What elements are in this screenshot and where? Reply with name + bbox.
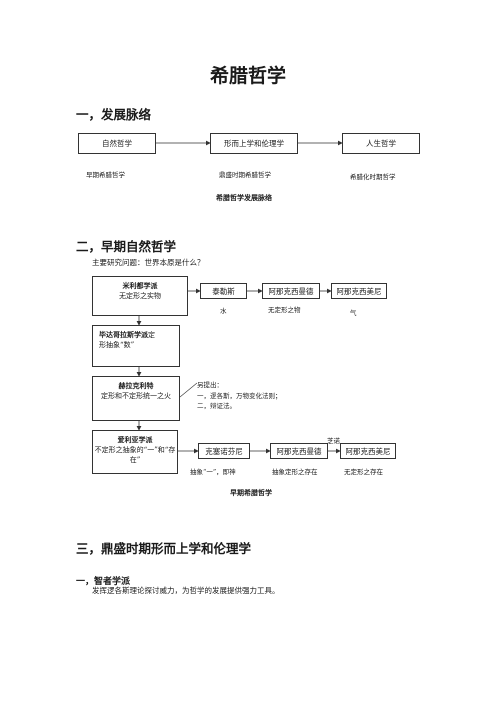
box-xenophanes: 克塞诺芬尼 xyxy=(198,443,250,459)
school-pythagorean-name: 毕达哥拉斯学派 xyxy=(99,330,148,339)
school-milesian: 米利都学派 无定形之实物 xyxy=(92,276,188,316)
school-pythagorean-desc-b: 形抽象“数” xyxy=(99,341,135,349)
caption-early: 早期希腊哲学 xyxy=(86,171,125,179)
caption-abstract-being: 抽象定形之存在 xyxy=(272,468,318,476)
section-heading-3: 三，鼎盛时期形而上学和伦理学 xyxy=(76,541,252,556)
section2-intro: 主要研究问题：世界本原是什么？ xyxy=(92,258,205,267)
section-heading-1: 一，发展脉络 xyxy=(76,107,152,122)
school-eleatic-desc: 不定形之抽象的“一”和“存在” xyxy=(94,446,176,464)
note-line-3: 二，辩证法。 xyxy=(197,402,236,410)
box-natural-philosophy: 自然哲学 xyxy=(78,133,156,154)
school-eleatic: 爱利亚学派 不定形之抽象的“一”和“存在” xyxy=(92,430,178,474)
subsection-sophists: 一，智者学派 xyxy=(76,577,131,587)
school-milesian-name: 米利都学派 xyxy=(122,281,158,290)
school-milesian-desc: 无定形之实物 xyxy=(119,292,161,300)
box-life-philosophy: 人生哲学 xyxy=(342,133,420,154)
caption-peak: 鼎盛时期希腊哲学 xyxy=(219,171,271,179)
school-eleatic-name: 爱利亚学派 xyxy=(117,435,153,444)
diagram2-title: 早期希腊哲学 xyxy=(230,488,272,497)
box-metaphysics-ethics: 形而上学和伦理学 xyxy=(210,133,298,154)
sophists-text: 发挥逻各斯理论探讨威力，为哲学的发展提供强力工具。 xyxy=(92,586,280,595)
school-pythagorean: 毕达哥拉斯学派定 形抽象“数” xyxy=(92,325,180,367)
page-title: 希腊哲学 xyxy=(209,65,286,87)
school-heraclitus-desc: 定形和不定形统一之火 xyxy=(101,392,171,400)
label-zeno: 芝诺 xyxy=(327,437,340,445)
caption-air: 气 xyxy=(350,309,357,317)
box-anaximenes-2: 阿那克西美尼 xyxy=(340,443,396,459)
caption-indefinite-being: 无定形之存在 xyxy=(344,468,383,476)
section-heading-2: 二，早期自然哲学 xyxy=(76,239,177,254)
caption-hellenistic: 希腊化时期哲学 xyxy=(350,173,396,181)
caption-abstract-one: 抽象“一”，即神 xyxy=(190,468,236,476)
school-heraclitus-name: 赫拉克利特 xyxy=(118,381,154,390)
school-pythagorean-desc-a: 定 xyxy=(148,331,155,339)
box-anaximenes-1: 阿那克西美尼 xyxy=(331,283,387,299)
box-anaximander-1: 阿那克西曼德 xyxy=(262,283,320,299)
school-heraclitus: 赫拉克利特 定形和不定形统一之火 xyxy=(92,376,180,421)
caption-water: 水 xyxy=(220,307,227,315)
caption-indefinite-thing: 无定形之物 xyxy=(268,306,301,314)
box-thales: 泰勒斯 xyxy=(200,283,247,299)
note-line-1: 另提出： xyxy=(197,381,223,389)
note-line-2: 一，逻各斯，万物变化法则； xyxy=(197,392,282,400)
diagram1-title: 希腊哲学发展脉络 xyxy=(216,193,272,202)
box-anaximander-2: 阿那克西曼德 xyxy=(270,443,328,459)
